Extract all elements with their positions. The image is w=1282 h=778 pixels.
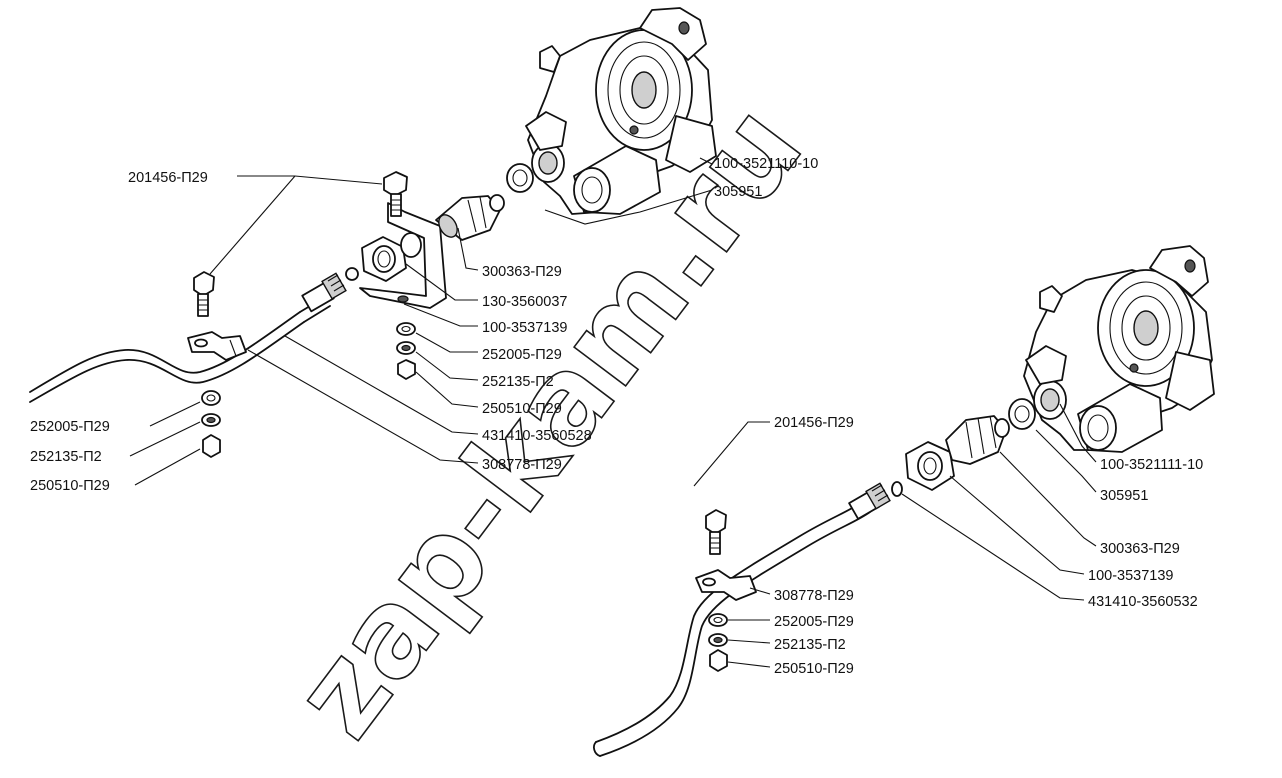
- left-labels: 201456-П29 100-3521110-10 305951 300363-…: [30, 156, 818, 494]
- right-washers: [708, 613, 728, 672]
- left-bolt-side: [193, 271, 215, 317]
- label-left-valve: 100-3521110-10: [714, 156, 818, 172]
- label-left-bracket-nut: 100-3537139: [482, 320, 567, 336]
- label-left-clamp: 308778-П29: [482, 457, 562, 473]
- right-nut-large: [905, 441, 955, 491]
- left-hose-pipe: [29, 296, 331, 403]
- left-nut-large: [361, 236, 407, 282]
- left-washers-middle: [396, 322, 416, 380]
- label-right-nut-1: 250510-П29: [774, 661, 854, 677]
- left-leader-lines: [129, 157, 713, 486]
- label-right-hose: 431410-3560532: [1088, 594, 1198, 610]
- left-assembly: 201456-П29 100-3521110-10 305951 300363-…: [29, 7, 818, 494]
- label-left-bolt-top: 201456-П29: [128, 170, 208, 186]
- label-right-clamp: 308778-П29: [774, 588, 854, 604]
- label-right-washer-1: 252005-П29: [774, 614, 854, 630]
- label-left-nut-large: 130-3560037: [482, 294, 567, 310]
- label-left-washer-4: 252135-П2: [30, 449, 102, 465]
- right-valve-body: [1023, 245, 1215, 453]
- right-leader-lines: [693, 403, 1097, 668]
- left-bracket: [359, 202, 447, 309]
- label-right-union: 300363-П29: [1100, 541, 1180, 557]
- left-gasket: [506, 163, 534, 193]
- label-right-washer-2: 252135-П2: [774, 637, 846, 653]
- right-union: [945, 415, 1010, 465]
- right-assembly: 201456-П29 100-3521111-10 305951 300363-…: [593, 245, 1215, 757]
- right-hose-pipe: [593, 501, 871, 757]
- left-union: [435, 194, 505, 241]
- label-right-valve: 100-3521111-10: [1100, 457, 1203, 473]
- label-left-washer-2: 252135-П2: [482, 374, 554, 390]
- label-left-nut-2: 250510-П29: [30, 478, 110, 494]
- label-right-gasket: 305951: [1100, 488, 1148, 504]
- label-left-washer-1: 252005-П29: [482, 347, 562, 363]
- left-hose-fitting: [301, 267, 359, 313]
- right-gasket: [1008, 398, 1036, 430]
- right-hose-fitting: [848, 481, 903, 520]
- right-bolt: [705, 509, 727, 555]
- right-clamp: [695, 569, 757, 601]
- label-left-union: 300363-П29: [482, 264, 562, 280]
- right-labels: 201456-П29 100-3521111-10 305951 300363-…: [774, 415, 1203, 677]
- left-valve-body: [525, 7, 717, 215]
- label-right-bracket-nut: 100-3537139: [1088, 568, 1173, 584]
- left-clamp: [187, 331, 247, 361]
- left-washers-side: [201, 390, 221, 458]
- label-left-washer-3: 252005-П29: [30, 419, 110, 435]
- label-left-gasket: 305951: [714, 184, 762, 200]
- label-left-hose: 431410-3560528: [482, 428, 592, 444]
- left-bolt-top: [383, 171, 408, 217]
- label-left-nut-1: 250510-П29: [482, 401, 562, 417]
- label-right-bolt: 201456-П29: [774, 415, 854, 431]
